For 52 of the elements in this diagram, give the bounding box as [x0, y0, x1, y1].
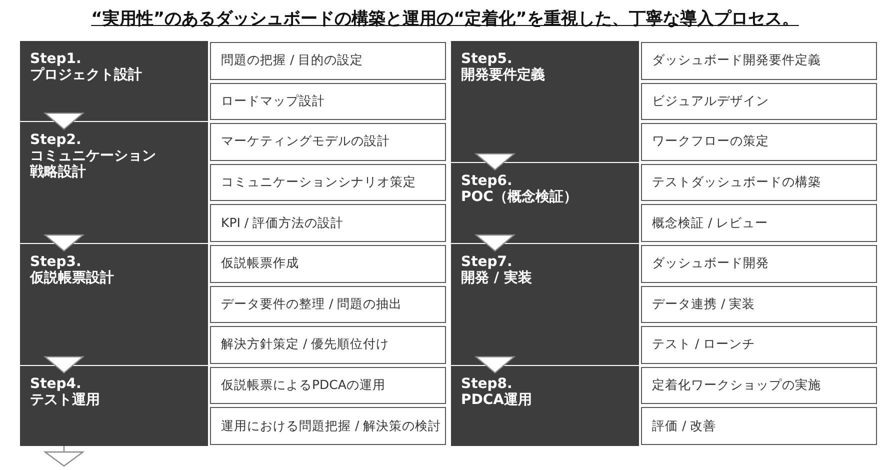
down-triangle-arrow	[44, 445, 85, 467]
step-title: プロジェクト設計	[30, 67, 143, 83]
task-box: 仮説帳票によるPDCAの運用	[210, 366, 446, 404]
task-box: ロードマップ設計	[210, 82, 446, 120]
task-box: ワークフローの策定	[641, 123, 877, 161]
task-box: 仮説帳票作成	[210, 245, 446, 283]
task-box: データ要件の整理 / 問題の抽出	[210, 286, 446, 324]
task-box: 問題の把握 / 目的の設定	[210, 42, 446, 80]
down-triangle-arrow	[43, 356, 85, 374]
step-box	[20, 366, 208, 446]
step-number: Step1.	[30, 51, 82, 67]
task-box: テストダッシュボードの構築	[641, 164, 877, 202]
task-box: 定着化ワークショップの実施	[641, 366, 877, 404]
step-number: Step2.	[30, 132, 82, 148]
task-box: KPI / 評価方法の設計	[210, 204, 446, 242]
step-box	[451, 244, 639, 365]
task-box: テスト / ローンチ	[641, 326, 877, 364]
task-box: マーケティングモデルの設計	[210, 123, 446, 161]
step-title: PDCA運用	[461, 392, 533, 408]
step-title: テスト運用	[30, 392, 101, 408]
task-box: 解決方針策定 / 優先順位付け	[210, 326, 446, 364]
down-triangle-arrow	[43, 112, 85, 130]
step-title: POC（概念検証）	[461, 188, 578, 205]
heading: “実用性”のあるダッシュボードの構築と運用の“定着化”を重視した、丁寧な導入プロセス。	[91, 9, 799, 29]
step-title: コミュニケーション戦略設計	[30, 148, 157, 180]
down-triangle-arrow	[474, 234, 516, 252]
step-box	[451, 162, 639, 243]
step-box	[20, 244, 208, 365]
step-number: Step5.	[461, 51, 514, 67]
step-number: Step3.	[30, 254, 82, 270]
step-number: Step8.	[461, 376, 514, 392]
step-number: Step7.	[461, 254, 514, 270]
task-box: 評価 / 改善	[641, 407, 877, 445]
step-box	[20, 122, 208, 243]
step-number: Step6.	[461, 172, 514, 189]
task-box: ビジュアルデザイン	[641, 82, 877, 120]
step-number: Step4.	[30, 376, 82, 392]
step-title: 開発 / 実装	[461, 270, 533, 286]
down-triangle-arrow	[474, 356, 516, 374]
step-box	[20, 41, 208, 122]
down-triangle-arrow	[43, 234, 85, 252]
task-box: コミュニケーションシナリオ策定	[210, 164, 446, 202]
down-triangle-arrow	[474, 153, 516, 171]
step-box	[451, 366, 639, 446]
task-box: 運用における問題把握 / 解決策の検討	[210, 407, 446, 445]
step-box	[451, 41, 639, 162]
step-title: 仮説帳票設計	[30, 270, 115, 286]
task-box: ダッシュボード開発	[641, 245, 877, 283]
task-box: ダッシュボード開発要件定義	[641, 42, 877, 80]
step-title: 開発要件定義	[461, 67, 546, 83]
task-box: データ連携 / 実装	[641, 286, 877, 324]
task-box: 概念検証 / レビュー	[641, 204, 877, 242]
